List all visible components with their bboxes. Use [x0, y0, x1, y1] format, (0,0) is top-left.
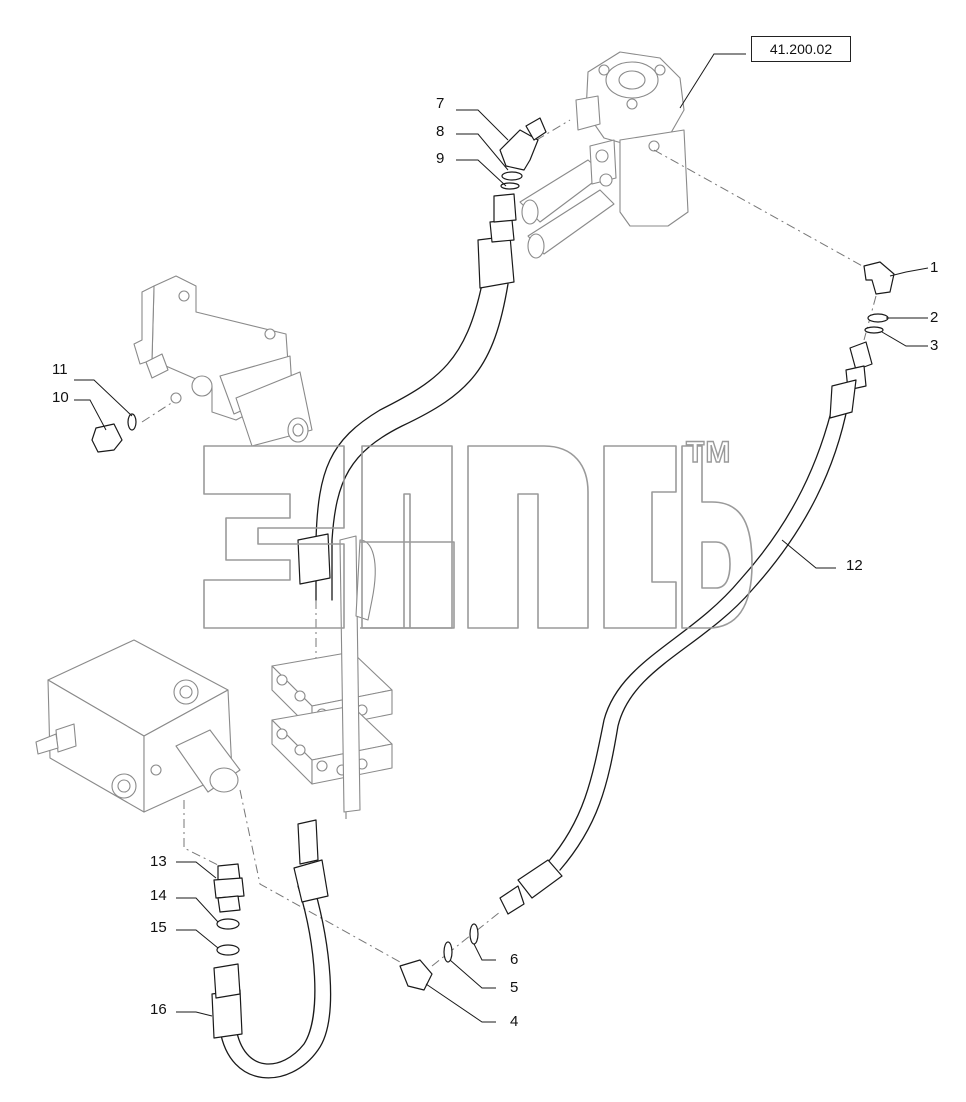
callout-7: 7: [436, 95, 445, 112]
elbow-fitting-4: [399, 923, 479, 991]
section-reference-box: 41.200.02: [751, 36, 851, 62]
callout-2: 2: [930, 309, 939, 326]
elbow-fitting-7: [499, 117, 547, 190]
plug-10: [91, 413, 137, 453]
callout-5: 5: [510, 979, 519, 996]
callout-8: 8: [436, 123, 445, 140]
callout-6: 6: [510, 951, 519, 968]
callout-12: 12: [846, 557, 863, 574]
callout-14: 14: [150, 887, 167, 904]
valve-block: [35, 639, 241, 813]
callout-15: 15: [150, 919, 167, 936]
callout-3: 3: [930, 337, 939, 354]
callout-11: 11: [52, 361, 68, 378]
adapter-13: [213, 863, 245, 956]
callout-1: 1: [930, 259, 939, 276]
hose-12: [499, 341, 873, 915]
callout-13: 13: [150, 853, 167, 870]
steering-column-assembly: [519, 51, 689, 259]
watermark-trademark: TM: [685, 435, 732, 469]
callout-16: 16: [150, 1001, 167, 1018]
callout-4: 4: [510, 1013, 519, 1030]
hose-clamps: [271, 535, 393, 813]
hose-16: [211, 819, 332, 1079]
upper-hose: [297, 193, 517, 601]
callout-9: 9: [436, 150, 445, 167]
mounting-bracket: [133, 275, 313, 447]
leader-lines: [74, 53, 929, 1023]
callout-10: 10: [52, 389, 69, 406]
elbow-fitting-1: [863, 261, 895, 334]
